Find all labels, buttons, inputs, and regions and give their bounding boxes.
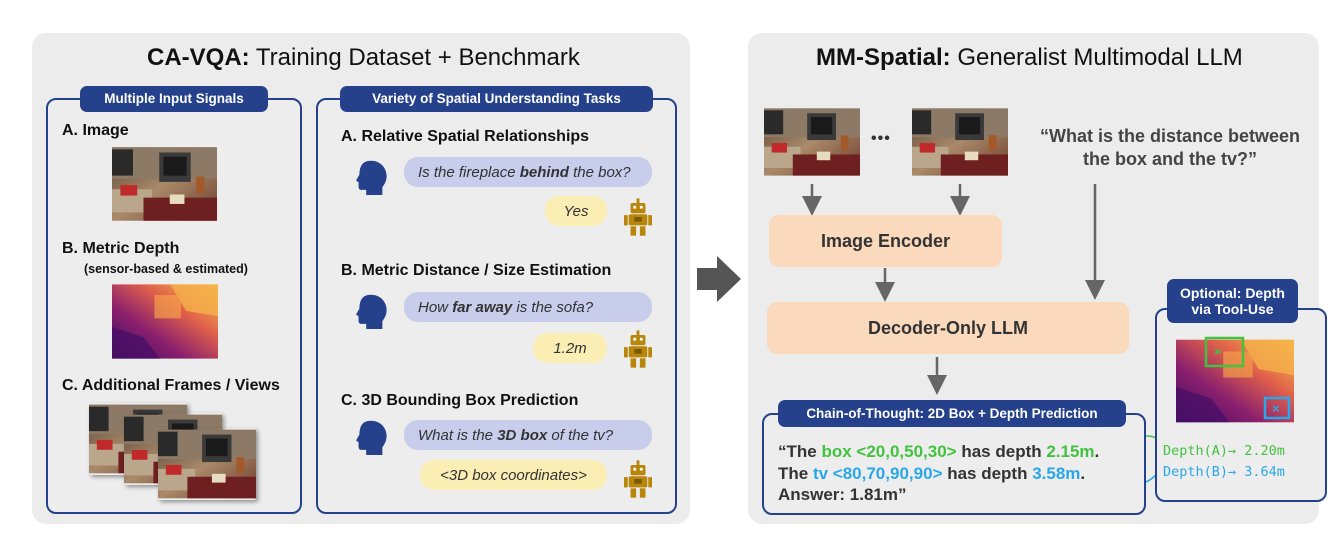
cot-l2-b: has depth — [942, 464, 1033, 483]
tool-header-line2: via Tool-Use — [1191, 301, 1274, 317]
input-signals-header: Multiple Input Signals — [80, 86, 268, 112]
cot-l2-a: The — [778, 464, 813, 483]
arrow-right-icon — [697, 256, 741, 302]
tool-use-header: Optional: Depth via Tool-Use — [1167, 279, 1298, 323]
input-c-label: C. Additional Frames / Views — [62, 377, 280, 394]
left-title-rest: Training Dataset + Benchmark — [249, 44, 580, 71]
task-c-answer: <3D box coordinates> — [420, 460, 607, 490]
cot-line-1: “The box <20,0,50,30> has depth 2.15m. — [778, 441, 1099, 463]
task-b-label: B. Metric Distance / Size Estimation — [341, 262, 612, 279]
task-a-q-bold: behind — [519, 163, 569, 181]
cot-line-2: The tv <80,70,90,90> has depth 3.58m. — [778, 463, 1085, 485]
task-c-q-post: of the tv? — [551, 426, 614, 444]
task-b-answer: 1.2m — [533, 333, 607, 363]
user-question-line1: “What is the distance between — [1039, 126, 1301, 146]
task-b-q-pre: How — [418, 298, 449, 316]
image-encoder-block: Image Encoder — [769, 215, 1002, 267]
depth-a-readout: Depth(A)→ 2.20m — [1163, 443, 1285, 459]
task-a-q-pre: Is the fireplace — [418, 163, 516, 181]
cot-l1-obj: box <20,0,50,30> — [821, 442, 957, 461]
cot-l2-val: 3.58m — [1032, 464, 1081, 483]
input-a-label: A. Image — [62, 122, 129, 139]
input-b-sublabel: (sensor-based & estimated) — [84, 262, 248, 276]
right-title-bold: MM-Spatial: — [816, 44, 951, 71]
cot-l1-a: “The — [778, 442, 822, 461]
left-panel-title: CA-VQA: Training Dataset + Benchmark — [147, 44, 580, 72]
right-panel-title: MM-Spatial: Generalist Multimodal LLM — [816, 44, 1243, 72]
decoder-llm-block: Decoder-Only LLM — [767, 302, 1129, 354]
left-title-bold: CA-VQA: — [147, 44, 250, 71]
user-question: “What is the distance between the box an… — [1030, 125, 1310, 170]
tasks-header: Variety of Spatial Understanding Tasks — [340, 86, 653, 112]
right-title-rest: Generalist Multimodal LLM — [950, 44, 1243, 71]
task-a-answer: Yes — [545, 196, 607, 226]
task-a-q-post: the box? — [573, 163, 631, 181]
box-b-marker — [1263, 396, 1291, 420]
ellipsis: ••• — [871, 130, 891, 147]
task-a-label: A. Relative Spatial Relationships — [341, 128, 590, 145]
task-b-q-bold: far away — [452, 298, 513, 316]
task-c-q-pre: What is the — [418, 426, 494, 444]
cot-l2-c: . — [1080, 464, 1086, 483]
tool-header-line1: Optional: Depth — [1180, 284, 1285, 301]
svg-text:×: × — [1272, 401, 1280, 416]
depth-b-readout: Depth(B)→ 3.64m — [1163, 464, 1285, 480]
cot-header: Chain-of-Thought: 2D Box + Depth Predict… — [778, 400, 1126, 427]
task-c-label: C. 3D Bounding Box Prediction — [341, 392, 579, 409]
cot-l1-b: has depth — [956, 442, 1047, 461]
svg-text:×: × — [1214, 344, 1222, 359]
task-a-question: Is the fireplace behind the box? — [404, 157, 652, 187]
cot-line-3: Answer: 1.81m” — [778, 485, 907, 504]
cot-l1-c: . — [1094, 442, 1100, 461]
task-c-q-bold: 3D box — [497, 426, 548, 444]
input-b-label: B. Metric Depth — [62, 240, 180, 257]
box-a-marker — [1204, 336, 1245, 368]
cot-l1-val: 2.15m — [1046, 442, 1095, 461]
depth-boxes-overlay: × × — [1204, 336, 1291, 420]
cot-l2-obj: tv <80,70,90,90> — [812, 464, 943, 483]
task-b-q-post: is the sofa? — [516, 298, 594, 316]
user-question-line2: the box and the tv?” — [1082, 148, 1257, 169]
task-b-question: How far away is the sofa? — [404, 292, 652, 322]
task-c-question: What is the 3D box of the tv? — [404, 420, 652, 450]
